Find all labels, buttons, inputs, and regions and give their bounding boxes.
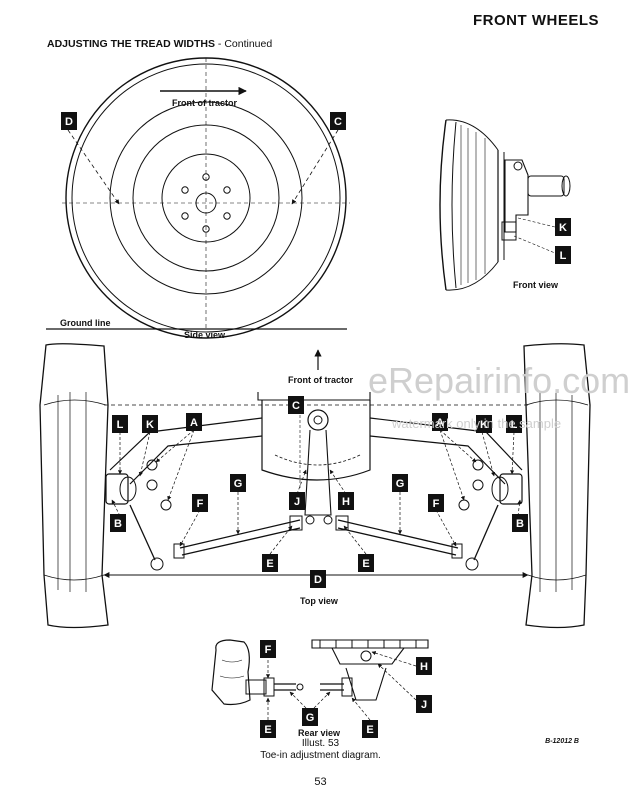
front-view-wheel: K L	[439, 119, 571, 291]
label-front-of-tractor-top: Front of tractor	[288, 375, 353, 385]
figure-caption: Toe-in adjustment diagram.	[260, 750, 381, 761]
callout-e-rear-left: E	[264, 724, 271, 736]
callout-c-side: C	[334, 116, 342, 128]
side-view-wheel: D C	[46, 57, 350, 339]
top-view-callouts	[110, 396, 528, 588]
callout-f-top-left: F	[197, 498, 204, 510]
callout-g-top-left: G	[234, 478, 243, 490]
label-front-view: Front view	[513, 280, 559, 290]
callout-f-rear: F	[265, 644, 272, 656]
callout-e-top-left: E	[266, 558, 273, 570]
callout-e-top-right: E	[362, 558, 369, 570]
callout-e-rear-right: E	[366, 724, 373, 736]
callout-c-top: C	[292, 400, 300, 412]
callout-k-top-left: K	[146, 419, 154, 431]
callout-h-rear: H	[420, 661, 428, 673]
label-top-view: Top view	[300, 596, 338, 606]
callout-d-side: D	[65, 116, 73, 128]
top-view-assembly: L K A B F G E J C H E G F A K L B D	[39, 343, 591, 629]
callout-l-top-left: L	[117, 419, 124, 431]
callout-g-top-right: G	[396, 478, 405, 490]
callout-g-rear: G	[306, 712, 315, 724]
rear-view-assembly: F E G E H J	[211, 639, 432, 738]
callout-j-top: J	[294, 496, 300, 508]
label-ground-line: Ground line	[60, 318, 111, 328]
figure-code: B-12012 B	[545, 738, 579, 745]
section-title-text: ADJUSTING THE TREAD WIDTHS	[47, 38, 215, 50]
callout-j-rear: J	[421, 699, 427, 711]
callout-f-top-right: F	[433, 498, 440, 510]
page-header-title: FRONT WHEELS	[473, 12, 599, 29]
callout-b-top-left: B	[114, 518, 122, 530]
callout-d-top: D	[314, 574, 322, 586]
callout-h-top: H	[342, 496, 350, 508]
callout-l-front: L	[560, 250, 567, 262]
label-side-view: Side view	[184, 330, 226, 340]
section-continued: - Continued	[215, 38, 273, 50]
watermark-note: watermark only in the sample	[392, 416, 562, 431]
callout-b-top-right: B	[516, 518, 524, 530]
callout-l-top-right: L	[511, 419, 518, 431]
callout-k-top-right: K	[480, 419, 488, 431]
callout-a-top-right: A	[436, 417, 444, 429]
label-rear-view: Rear view	[298, 728, 341, 738]
page-number: 53	[314, 776, 327, 788]
callout-k-front: K	[559, 222, 567, 234]
figure-number: Illust. 53	[301, 738, 340, 749]
callout-a-top-left: A	[190, 417, 198, 429]
section-title: ADJUSTING THE TREAD WIDTHS - Continued	[47, 38, 272, 50]
label-front-of-tractor-side: Front of tractor	[172, 98, 237, 108]
watermark-brand: eRepairinfo.com	[368, 360, 631, 401]
